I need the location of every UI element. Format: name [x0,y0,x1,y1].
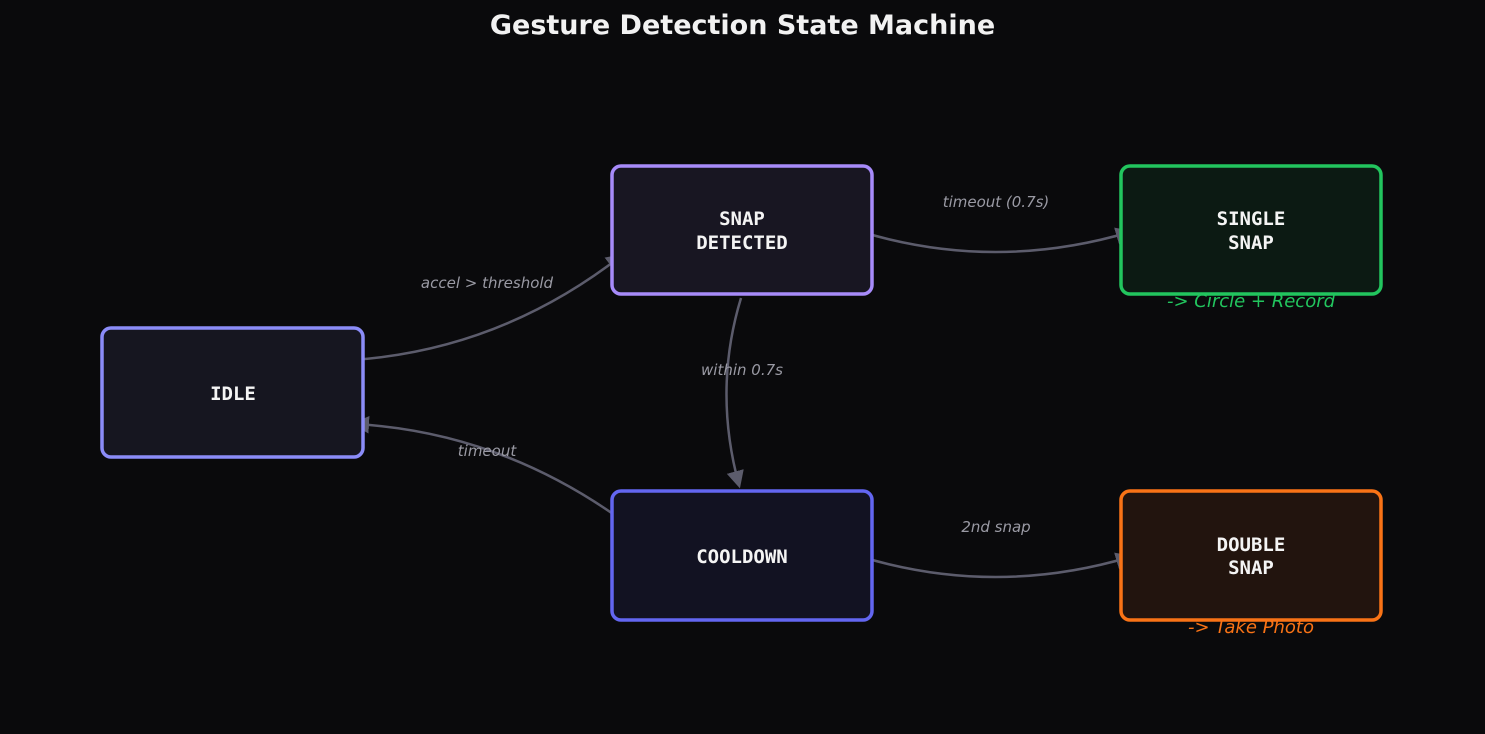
state-single-snap: SINGLE SNAP [1119,164,1383,296]
state-double-snap-box [1119,489,1383,622]
state-snap-detected: SNAP DETECTED [610,164,874,296]
state-double-snap: DOUBLE SNAP [1119,489,1383,622]
edge-label-idle-to-snap: accel > threshold [421,274,554,292]
edge-idle-to-snap [351,253,624,362]
diagram-title: Gesture Detection State Machine [489,10,996,41]
state-cooldown-label: COOLDOWN [696,546,788,568]
state-idle-box [100,326,365,459]
state-cooldown: COOLDOWN [610,489,874,622]
state-snap-detected-box [610,164,874,296]
note-double-snap-action: -> Take Photo [1188,617,1314,638]
edge-label-cooldown-to-double: 2nd snap [961,518,1030,536]
note-single-snap-action: -> Circle + Record [1167,291,1336,312]
edge-label-snap-to-cooldown: within 0.7s [701,361,783,379]
state-cooldown-box [610,489,874,622]
edge-label-snap-to-single: timeout (0.7s) [943,193,1050,211]
state-single-snap-label-line1: SINGLE [1217,208,1286,230]
state-idle: IDLE [100,326,365,459]
state-single-snap-box [1119,164,1383,296]
state-single-snap-label-line2: SNAP [1228,232,1274,254]
state-double-snap-label-line2: SNAP [1228,557,1274,579]
edge-cooldown-to-idle [351,416,624,523]
edge-cooldown-to-double [861,552,1134,579]
edge-snap-to-single [861,227,1134,254]
edge-label-cooldown-to-idle: timeout [458,442,518,460]
state-snap-detected-label-line2: DETECTED [696,232,788,254]
state-snap-detected-label-line1: SNAP [719,208,765,230]
state-double-snap-label-line1: DOUBLE [1217,534,1286,556]
edge-snap-to-cooldown [725,297,744,489]
state-idle-label: IDLE [210,383,256,405]
